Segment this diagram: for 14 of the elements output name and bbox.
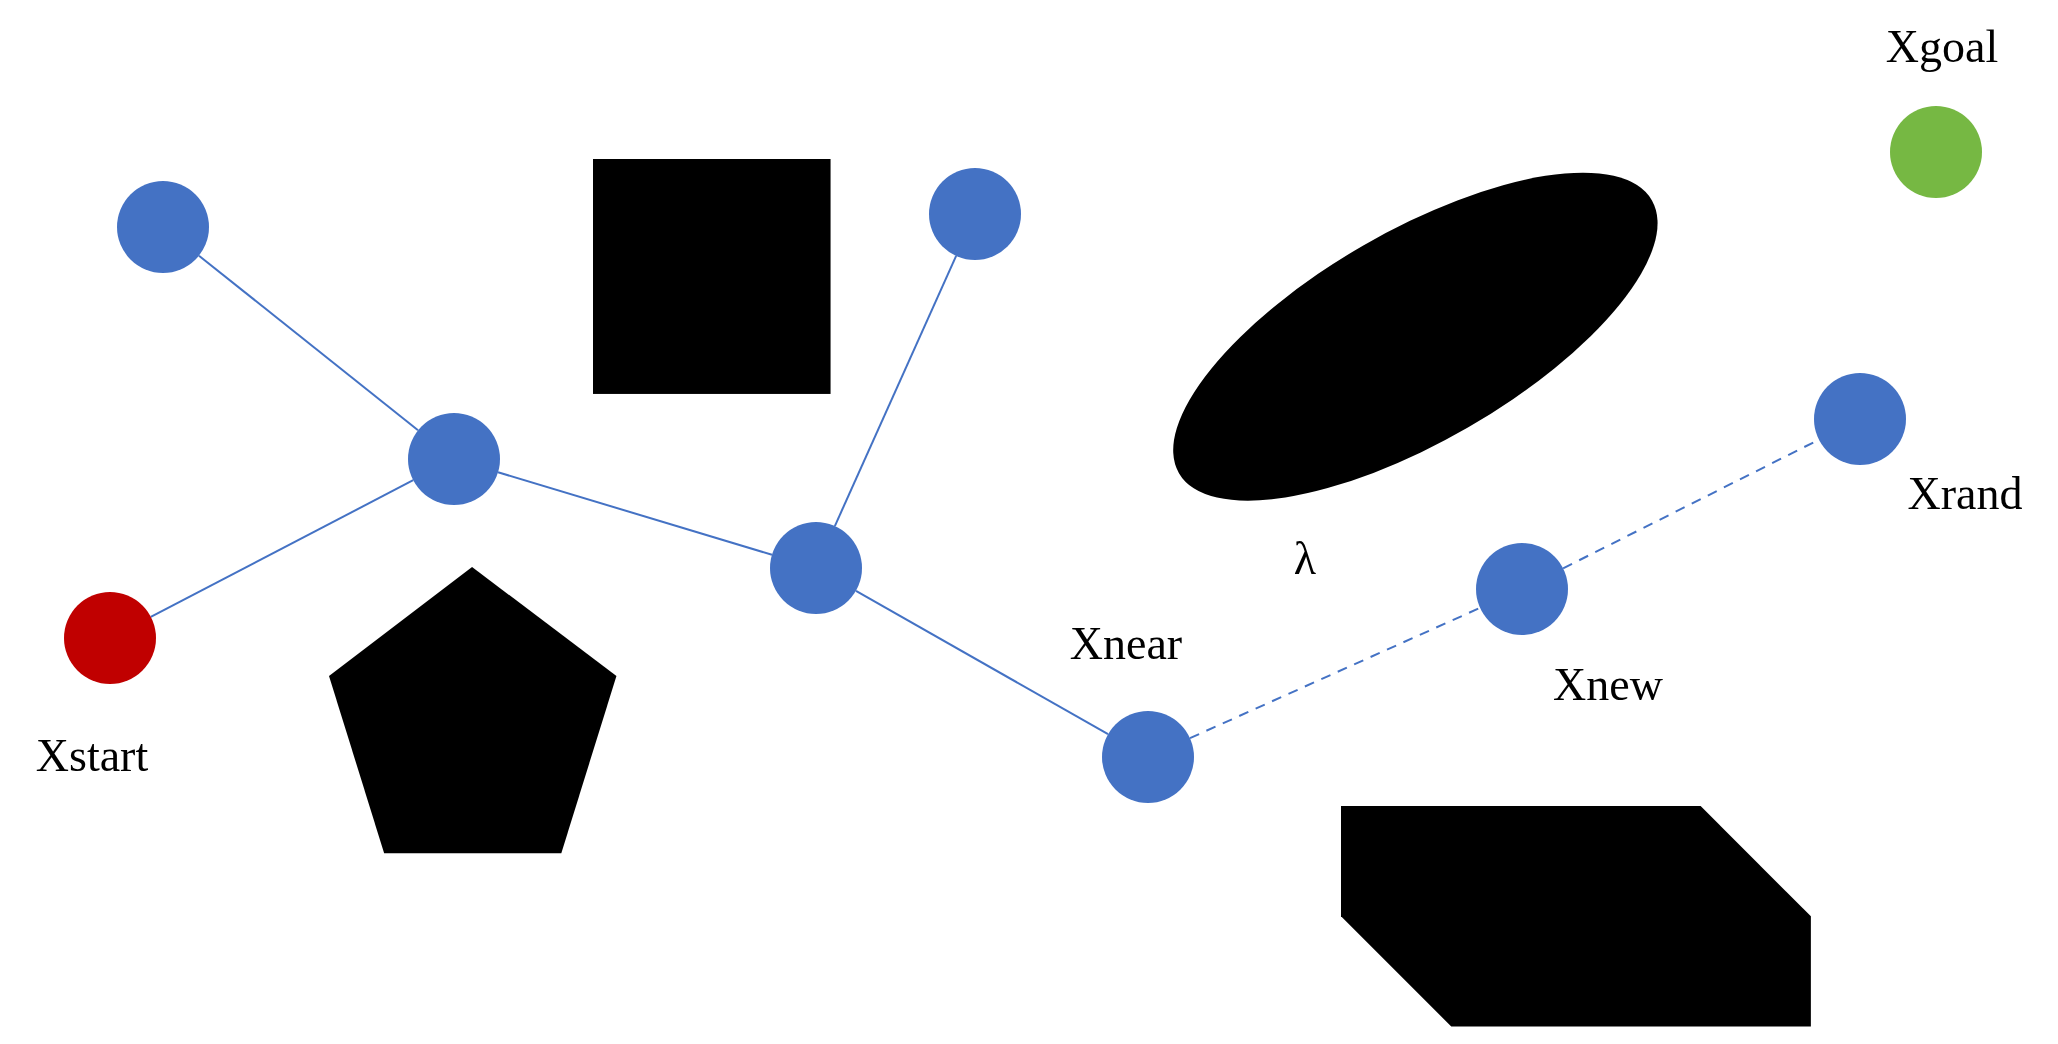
tree-edge [197,254,420,432]
tree-edge [149,479,415,618]
pentagon-obstacle [329,567,617,854]
node-label: Xrand [1907,466,2023,520]
node-label: Xnew [1553,657,1663,711]
node-label: Xnear [1069,616,1183,670]
hexagon-obstacle [1341,805,1812,1027]
tree-edge [833,254,958,528]
tree-edge [855,589,1109,736]
tree-edge [1188,606,1482,740]
node-label: Xgoal [1885,19,1999,73]
tree-edge [497,471,773,556]
box-obstacle [593,158,831,394]
node-label: Xstart [35,728,149,782]
